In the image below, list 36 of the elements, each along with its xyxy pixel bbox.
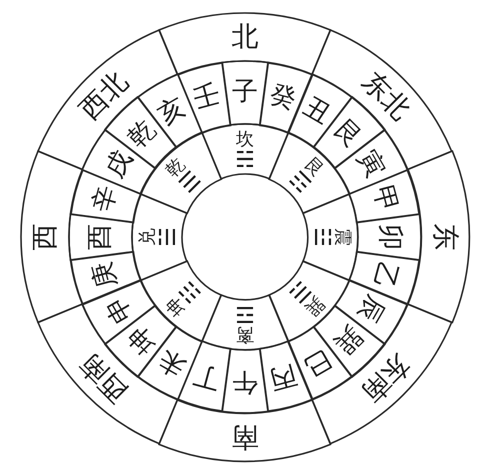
direction-label: 北 bbox=[231, 24, 258, 50]
mountain-label: 午 bbox=[232, 368, 258, 395]
mountain-label: 庚 bbox=[89, 258, 121, 290]
mountain-label: 甲 bbox=[369, 184, 401, 216]
trigram-name: 离 bbox=[236, 324, 254, 343]
mountain-label: 丁 bbox=[192, 361, 224, 393]
mountain-label: 辛 bbox=[89, 184, 121, 216]
direction-segment bbox=[406, 150, 470, 324]
direction-label: 东 bbox=[431, 223, 458, 250]
mountain-label: 卯 bbox=[376, 224, 403, 250]
mountain-label: 乙 bbox=[369, 258, 401, 290]
direction-segment bbox=[20, 150, 84, 324]
direction-segment bbox=[158, 398, 332, 462]
trigram-name: 坎 bbox=[236, 131, 254, 149]
direction-label: 南 bbox=[231, 423, 258, 450]
direction-label: 西 bbox=[32, 223, 58, 250]
mountain-label: 丙 bbox=[266, 361, 298, 393]
mountain-label: 子 bbox=[232, 79, 258, 105]
trigram-name: 震 bbox=[332, 228, 351, 246]
trigram-symbol: ☳ bbox=[310, 227, 332, 247]
mountain-label: 癸 bbox=[266, 81, 298, 113]
mountain-segment bbox=[68, 213, 134, 261]
mountain-segment bbox=[221, 60, 269, 126]
trigram-segment bbox=[302, 192, 359, 282]
trigram-segment bbox=[200, 123, 290, 180]
trigram-symbol: ☲ bbox=[235, 302, 255, 324]
direction-segment bbox=[158, 12, 332, 76]
trigram-segment bbox=[131, 192, 188, 282]
trigram-symbol: ☵ bbox=[235, 150, 255, 172]
trigram-name: 兑 bbox=[139, 228, 157, 246]
mountain-segment bbox=[356, 213, 422, 261]
trigram-symbol: ☱ bbox=[158, 227, 180, 247]
mountain-label: 壬 bbox=[192, 81, 224, 113]
mountain-label: 酉 bbox=[87, 224, 113, 250]
mountain-segment bbox=[221, 348, 269, 414]
trigram-segment bbox=[200, 294, 290, 351]
